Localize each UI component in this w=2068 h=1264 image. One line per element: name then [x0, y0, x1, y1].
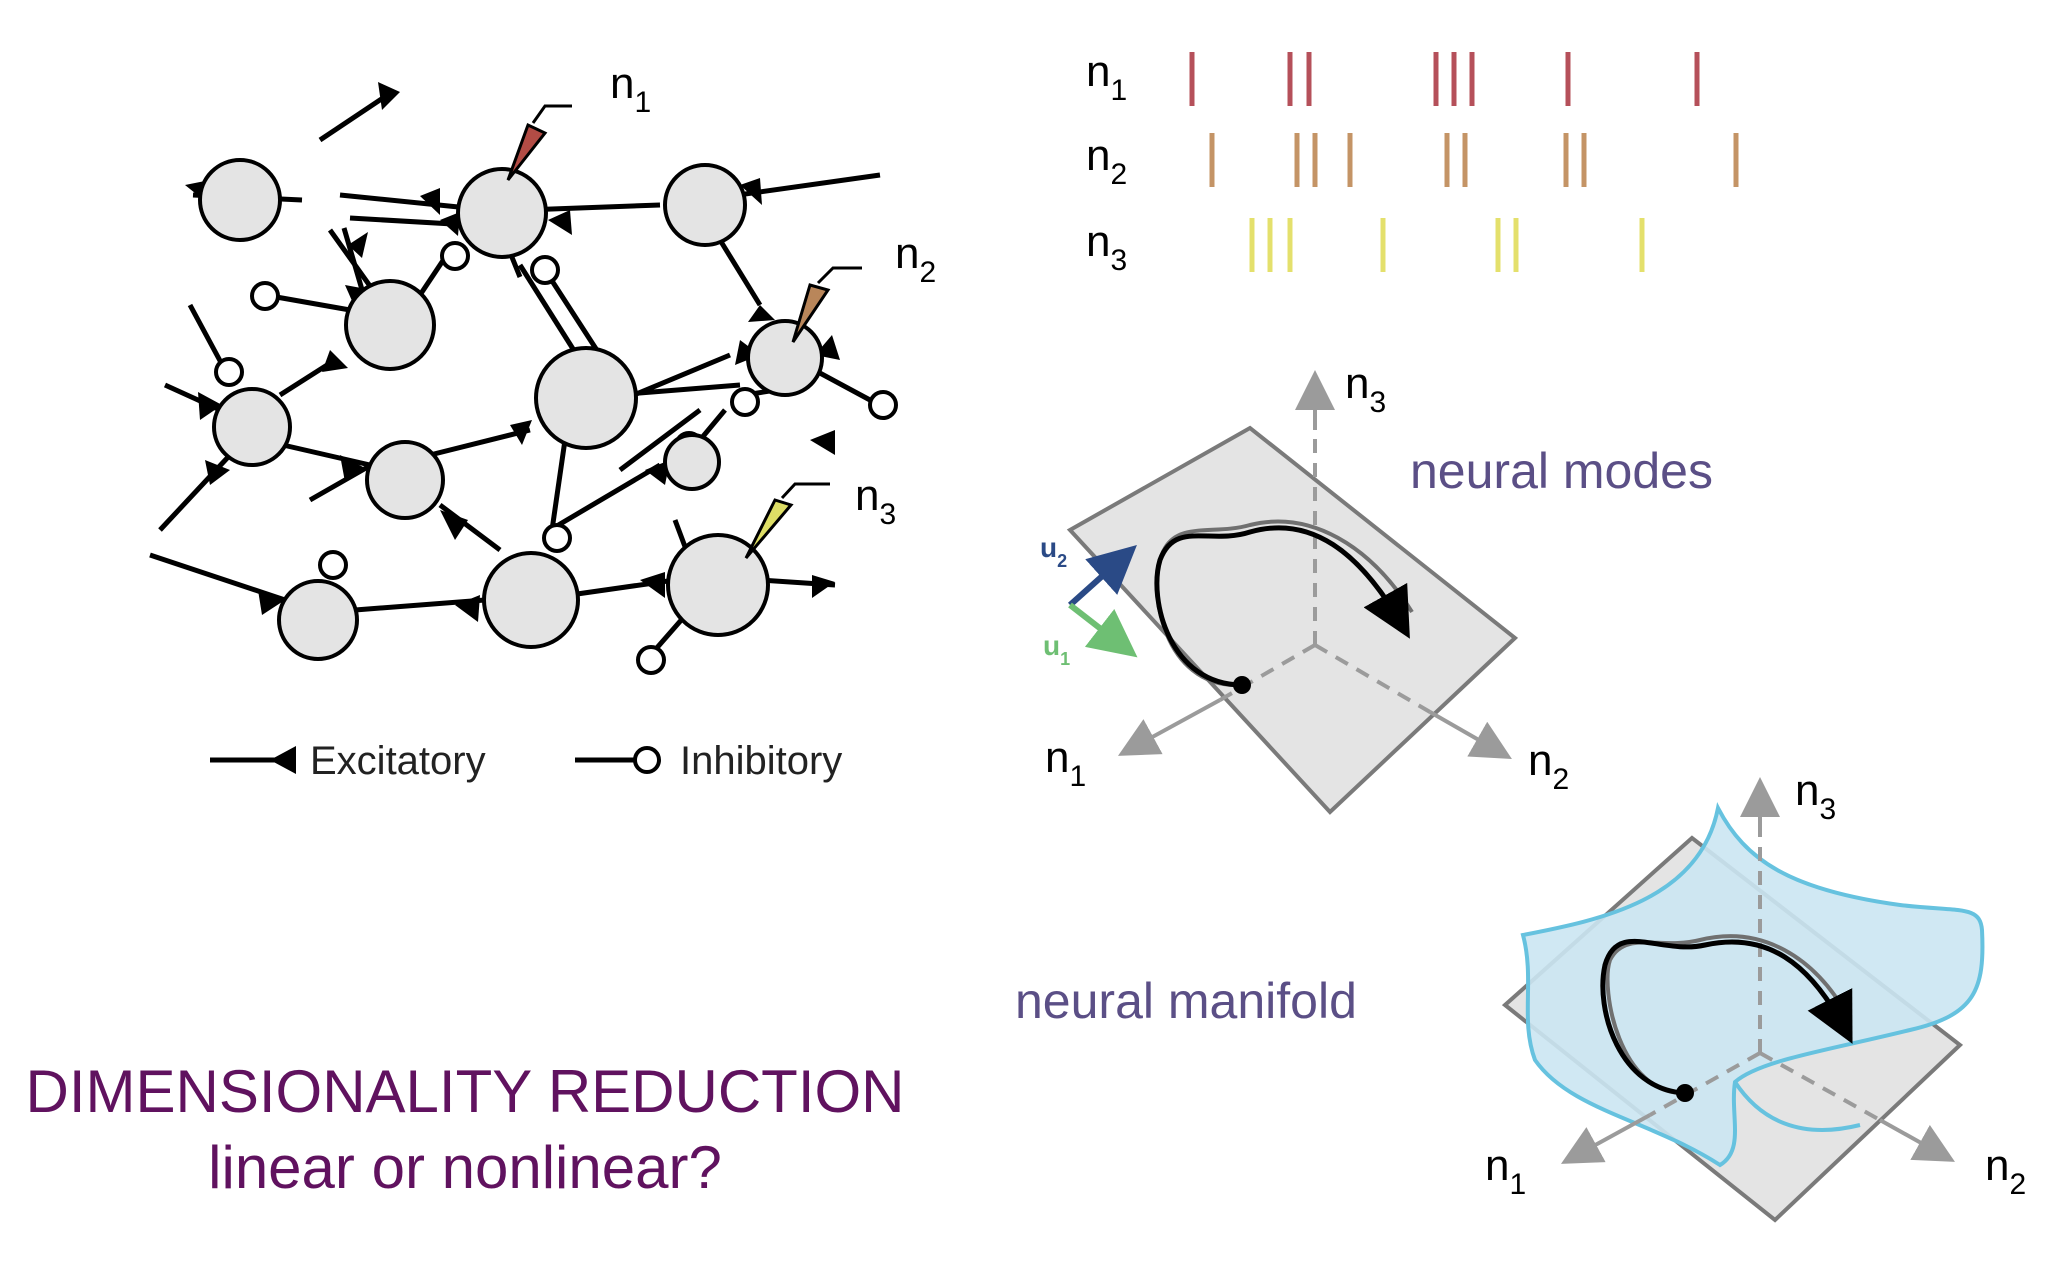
neural-modes-panel: u2 u1 n3 n1 n2 neural modes: [1040, 359, 1713, 815]
raster-label-n1: n1: [1086, 47, 1127, 107]
u1-label: u1: [1043, 630, 1070, 669]
u2-vector: [1067, 544, 1137, 608]
network-label-n2: n2: [895, 229, 936, 289]
neural-modes-title: neural modes: [1410, 443, 1713, 499]
manifold-axis-label-n1: n1: [1485, 1141, 1526, 1201]
linear-plane: [1066, 425, 1519, 815]
trajectory: [1154, 525, 1410, 688]
raster-label-n3: n3: [1086, 217, 1127, 277]
neural-network-diagram: [149, 82, 898, 675]
legend-excitatory-label: Excitatory: [310, 739, 486, 783]
legend-inhibitory-label: Inhibitory: [680, 739, 842, 783]
manifold-trajectory: [1600, 938, 1853, 1096]
electrode-n2: [791, 283, 831, 343]
modes-axis-label-n1: n1: [1045, 733, 1086, 793]
caption: DIMENSIONALITY REDUCTION linear or nonli…: [26, 1058, 905, 1201]
raster-label-n2: n2: [1086, 131, 1127, 191]
network-label-n3: n3: [855, 471, 896, 531]
neural-manifold-panel: n3 n1 n2 neural manifold: [1015, 766, 2026, 1223]
legend: Excitatory Inhibitory: [210, 739, 842, 783]
inhibitory-legend-icon: [633, 746, 661, 774]
modes-axis-label-n2: n2: [1528, 736, 1569, 796]
spike-raster: n1 n2 n3: [1086, 47, 1739, 277]
u1-vector: [1068, 602, 1138, 658]
neural-manifold-title: neural manifold: [1015, 973, 1357, 1029]
u2-label: u2: [1040, 532, 1067, 571]
electrode-n3: [744, 498, 794, 559]
axis-n2: [1429, 710, 1512, 759]
manifold-axis-label-n3: n3: [1795, 766, 1836, 826]
excitatory-legend-icon: [270, 746, 296, 774]
caption-line2: linear or nonlinear?: [208, 1134, 722, 1201]
modes-axis-label-n3: n3: [1345, 359, 1386, 419]
electrode-n1: [506, 122, 548, 181]
caption-line1: DIMENSIONALITY REDUCTION: [26, 1058, 905, 1125]
network-label-n1: n1: [610, 59, 651, 119]
axis-n1: [1117, 698, 1221, 756]
manifold-axis-label-n2: n2: [1985, 1141, 2026, 1201]
